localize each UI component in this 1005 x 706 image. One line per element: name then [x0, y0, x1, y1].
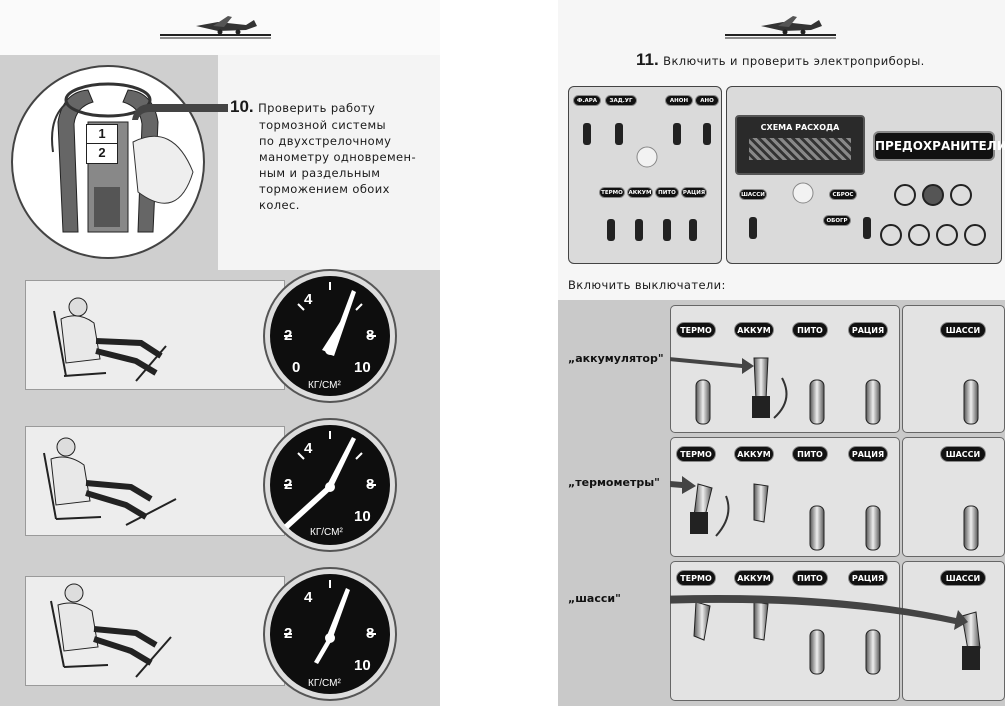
step-10-line-5: торможением обоих [259, 182, 390, 196]
label-akkum-small: АККУМ [627, 187, 653, 198]
row3-label-raciya: РАЦИЯ [848, 570, 888, 586]
row1-label-akkum: АККУМ [734, 322, 774, 338]
gauge1-tick-0: 0 [292, 359, 300, 376]
label-fara: Ф.АРА [573, 95, 601, 106]
pressure-gauge-3: 2 4 8 10 КГ/СМ² [263, 567, 397, 701]
row2-label-shassi: ШАССИ [940, 446, 986, 462]
plane-header-icon-right [725, 16, 836, 39]
gauge2-unit: КГ/СМ² [310, 527, 343, 538]
left-page: 1 2 10. Проверить работу тормозной систе… [0, 0, 440, 706]
row3-label-shassi: ШАССИ [940, 570, 986, 586]
gauge2-tick-10: 10 [354, 508, 371, 525]
row2-label-raciya: РАЦИЯ [848, 446, 888, 462]
gauge1-tick-4: 4 [304, 291, 313, 308]
gauge1-tick-10: 10 [354, 359, 371, 376]
label-shassi-small: ШАССИ [739, 189, 767, 200]
row2-label-pito: ПИТО [792, 446, 828, 462]
row1-label-termo: ТЕРМО [676, 322, 716, 338]
callout-shassi: „шасси" [568, 592, 621, 605]
brake-lever-labels: 1 2 [86, 124, 118, 164]
pilot-right-brake-illustration [50, 583, 172, 678]
label-anon: АНОН [665, 95, 693, 106]
gauge2-tick-4: 4 [304, 440, 313, 457]
gauge2-tick-2: 2 [284, 476, 292, 493]
gauge3-tick-8: 8 [366, 625, 374, 642]
label-termo-small: ТЕРМО [599, 187, 625, 198]
gauge3-tick-10: 10 [354, 657, 371, 674]
label-sbros: СБРОС [829, 189, 857, 200]
pressure-gauge-1: 0 2 4 8 10 КГ/СМ² [263, 269, 397, 403]
fuse-panel-controls [749, 182, 986, 246]
row1-label-raciya: РАЦИЯ [848, 322, 888, 338]
row3-label-termo: ТЕРМО [676, 570, 716, 586]
step-10-line-2: по двухстрелочному [259, 134, 392, 148]
schema-label: СХЕМА РАСХОДА [760, 123, 840, 132]
gauge1-tick-2: 2 [284, 327, 292, 344]
text-area-background [218, 55, 440, 270]
label-obogr: ОБОГР [823, 215, 851, 226]
switch-panel-left: Ф.АРА ЗАД.УГ АНОН АНО ТЕРМО АККУМ ПИТО Р… [568, 86, 722, 264]
right-page: 11. Включить и проверить электроприборы.… [558, 0, 1005, 706]
pilot-both-brakes-illustration [53, 297, 167, 382]
step-11-number: 11. [636, 50, 659, 69]
step-10-line-3: манометру одновремен- [259, 150, 417, 164]
step-10-line-6: колес. [259, 198, 300, 212]
step-10-number: 10. [230, 97, 254, 116]
pressure-gauge-2: 2 4 8 10 КГ/СМ² [263, 418, 397, 552]
callout-akkumulyator: „аккумулятор" [568, 352, 664, 365]
row1-label-pito: ПИТО [792, 322, 828, 338]
row2-label-termo: ТЕРМО [676, 446, 716, 462]
row1-label-shassi: ШАССИ [940, 322, 986, 338]
fuses-label: ПРЕДОХРАНИТЕЛИ [873, 131, 1005, 161]
step-11-heading: 11. Включить и проверить электроприборы. [636, 50, 925, 70]
fuel-schema-display: СХЕМА РАСХОДА [735, 115, 865, 175]
switch-panel-right: СХЕМА РАСХОДА ПРЕДОХРАНИТЕЛИ ШАССИ СБРОС… [726, 86, 1005, 264]
row2-label-akkum: АККУМ [734, 446, 774, 462]
lever-label-2: 2 [98, 145, 106, 160]
row3-label-pito: ПИТО [792, 570, 828, 586]
label-raciya-small: РАЦИЯ [681, 187, 707, 198]
pilot-panel-3 [25, 576, 285, 686]
big-toggle-switches [670, 357, 981, 675]
gauge3-tick-4: 4 [304, 589, 313, 606]
pilot-panel-2 [25, 426, 285, 536]
lever-label-1: 1 [87, 125, 117, 144]
row3-label-akkum: АККУМ [734, 570, 774, 586]
book-gutter [440, 0, 558, 706]
top-toggle-switches [583, 123, 711, 168]
step-10-line-1: тормозной системы [259, 118, 386, 132]
gauge3-unit: КГ/СМ² [308, 678, 341, 689]
pilot-panel-1 [25, 280, 285, 390]
step-10-line-0: Проверить работу [258, 101, 376, 115]
step-10-line-4: ным и раздельным [259, 166, 381, 180]
bottom-toggle-switches [607, 219, 697, 241]
gauge3-tick-2: 2 [284, 625, 292, 642]
schema-graphic [749, 138, 851, 160]
switches-instruction: Включить выключатели: [568, 278, 726, 292]
step-10-block: 10. Проверить работу тормозной системы п… [230, 97, 430, 213]
pilot-left-brake-illustration [43, 437, 177, 526]
control-wheel-illustration [11, 65, 205, 259]
label-zad-ug: ЗАД.УГ [605, 95, 637, 106]
callout-termometry: „термометры" [568, 476, 660, 489]
label-pito-small: ПИТО [655, 187, 679, 198]
gauge2-tick-8: 8 [366, 476, 374, 493]
gauge1-tick-8: 8 [366, 327, 374, 344]
plane-header-icon [160, 16, 271, 39]
gauge1-unit: КГ/СМ² [308, 380, 341, 391]
pointer-arrow [132, 104, 228, 120]
label-ano: АНО [695, 95, 719, 106]
step-11-text: Включить и проверить электроприборы. [663, 54, 925, 68]
